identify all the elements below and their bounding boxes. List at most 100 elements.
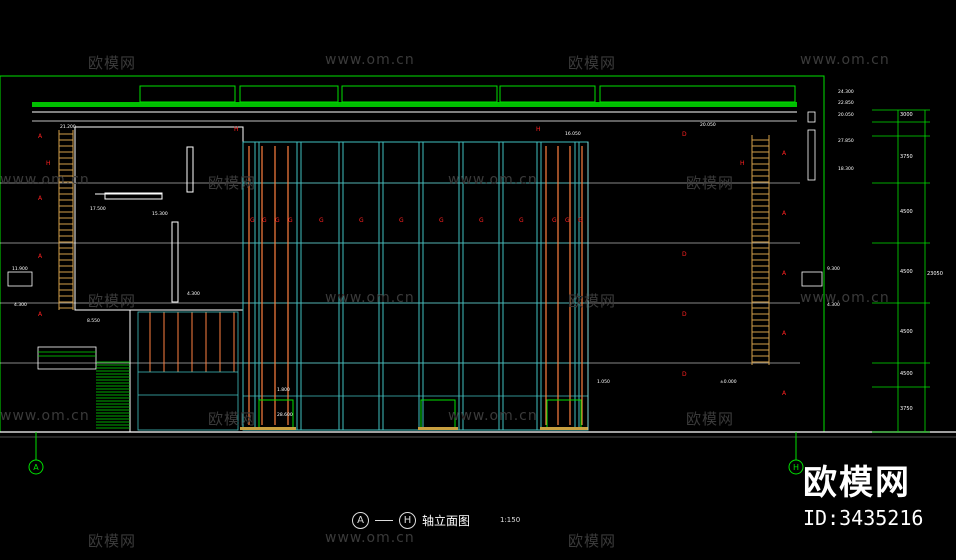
grid-letter-g: G xyxy=(262,217,267,224)
watermark-site: www.om.cn xyxy=(0,172,90,188)
watermark-brand: 欧模网 xyxy=(568,292,617,310)
elevation-label: 16.050 xyxy=(565,131,581,137)
lower-left-frame xyxy=(137,311,239,431)
dimension-chain xyxy=(872,109,930,433)
elevation-label: 8.550 xyxy=(87,318,100,324)
watermark-site: www.om.cn xyxy=(325,52,415,68)
dimension-total-text: 23050 xyxy=(927,271,943,277)
axis-letter: D xyxy=(682,131,687,138)
axis-letter: A xyxy=(38,253,43,260)
axis-letter: H xyxy=(46,160,51,167)
grid-letter-g: G xyxy=(359,217,364,224)
grid-letter-g: G xyxy=(319,217,324,224)
axis-label-h: H xyxy=(793,463,799,472)
axis-letter: D xyxy=(682,311,687,318)
brand-name: 欧模网 xyxy=(803,463,911,503)
watermark-site: www.om.cn xyxy=(0,408,90,424)
elevation-label: 1.050 xyxy=(597,379,610,385)
brand-block: 欧模网 ID:3435216 xyxy=(803,464,923,530)
right-service xyxy=(807,111,816,181)
side-marks xyxy=(7,271,823,287)
watermark-brand: 欧模网 xyxy=(208,174,257,192)
axis-label-a: A xyxy=(33,463,39,472)
watermark-brand: 欧模网 xyxy=(88,532,137,550)
watermark-brand: 欧模网 xyxy=(686,174,735,192)
elevation-label: 4.300 xyxy=(187,291,200,297)
watermark-site: www.om.cn xyxy=(325,290,415,306)
watermark-site: www.om.cn xyxy=(448,408,538,424)
axis-letter: A xyxy=(38,311,43,318)
elevation-label: 1.800 xyxy=(277,387,290,393)
elevation-label: 18.300 xyxy=(838,166,854,172)
elevation-label: 17.500 xyxy=(90,206,106,212)
left-ladder xyxy=(58,130,74,310)
axis-letter: H xyxy=(740,160,745,167)
dimension-text: 3750 xyxy=(900,154,913,160)
axis-letter: A xyxy=(38,195,43,202)
door-sills xyxy=(240,427,588,430)
dimension-text: 4500 xyxy=(900,371,913,377)
parapet-band xyxy=(32,102,797,122)
watermark-brand: 欧模网 xyxy=(88,54,137,72)
right-ladder xyxy=(751,135,770,365)
watermark-site: www.om.cn xyxy=(800,52,890,68)
grid-letter-g: G xyxy=(578,217,583,224)
drawing-scale: 1:150 xyxy=(500,516,521,524)
elevation-label: 11.900 xyxy=(12,266,28,272)
watermark-brand: 欧模网 xyxy=(88,292,137,310)
elevation-label: 15.300 xyxy=(152,211,168,217)
axis-bubble-h xyxy=(788,432,804,475)
elevation-label: 27.850 xyxy=(838,138,854,144)
grid-letter-g: G xyxy=(565,217,570,224)
axis-letter: A xyxy=(782,270,787,277)
axis-letter: A xyxy=(782,390,787,397)
axis-letter: A xyxy=(38,133,43,140)
axis-letter: A xyxy=(782,210,787,217)
watermark-brand: 欧模网 xyxy=(568,532,617,550)
grid-letter-g: G xyxy=(250,217,255,224)
elevation-label: ±0.000 xyxy=(720,379,737,385)
watermark-brand: 欧模网 xyxy=(568,54,617,72)
grid-letter-g: G xyxy=(439,217,444,224)
elevation-label: 24.300 xyxy=(838,89,854,95)
axis-letter: H xyxy=(536,126,541,133)
grid-letter-g: G xyxy=(275,217,280,224)
elevation-label: 22.850 xyxy=(838,100,854,106)
title-axis-start: A xyxy=(352,512,369,529)
axis-letter: A xyxy=(782,330,787,337)
watermark-site: www.om.cn xyxy=(325,530,415,546)
title-dash xyxy=(375,520,393,521)
elevation-label: 4.300 xyxy=(14,302,27,308)
brand-id: ID:3435216 xyxy=(803,506,924,530)
watermark-site: www.om.cn xyxy=(800,290,890,306)
watermark-site: www.om.cn xyxy=(448,172,538,188)
dimension-text: 3750 xyxy=(900,406,913,412)
elevation-label: 20.050 xyxy=(700,122,716,128)
grid-letter-g: G xyxy=(552,217,557,224)
dimension-text: 4500 xyxy=(900,329,913,335)
dimension-text: 4500 xyxy=(900,209,913,215)
axis-bubble-a xyxy=(28,432,44,475)
grid-letter-g: G xyxy=(519,217,524,224)
elevation-label: 20.050 xyxy=(838,112,854,118)
axis-letter: D xyxy=(682,251,687,258)
title-axis-end: H xyxy=(399,512,416,529)
elevation-label: 21.200 xyxy=(60,124,76,130)
title-text: 轴立面图 xyxy=(422,514,471,528)
left-block xyxy=(74,126,244,432)
drawing-title: A H 轴立面图 xyxy=(352,512,470,529)
dimension-text: 3000 xyxy=(900,112,913,118)
watermark-brand: 欧模网 xyxy=(686,410,735,428)
elevation-label: 28.600 xyxy=(277,412,293,418)
axis-letter: H xyxy=(234,126,239,133)
grid-letter-g: G xyxy=(479,217,484,224)
grid-letter-g: G xyxy=(288,217,293,224)
axis-letter: D xyxy=(682,371,687,378)
entry-steps xyxy=(37,346,97,370)
watermark-brand: 欧模网 xyxy=(208,410,257,428)
grid-letter-g: G xyxy=(399,217,404,224)
elevation-label: 4.300 xyxy=(827,302,840,308)
axis-letter: A xyxy=(782,150,787,157)
elevation-label: 9.300 xyxy=(827,266,840,272)
